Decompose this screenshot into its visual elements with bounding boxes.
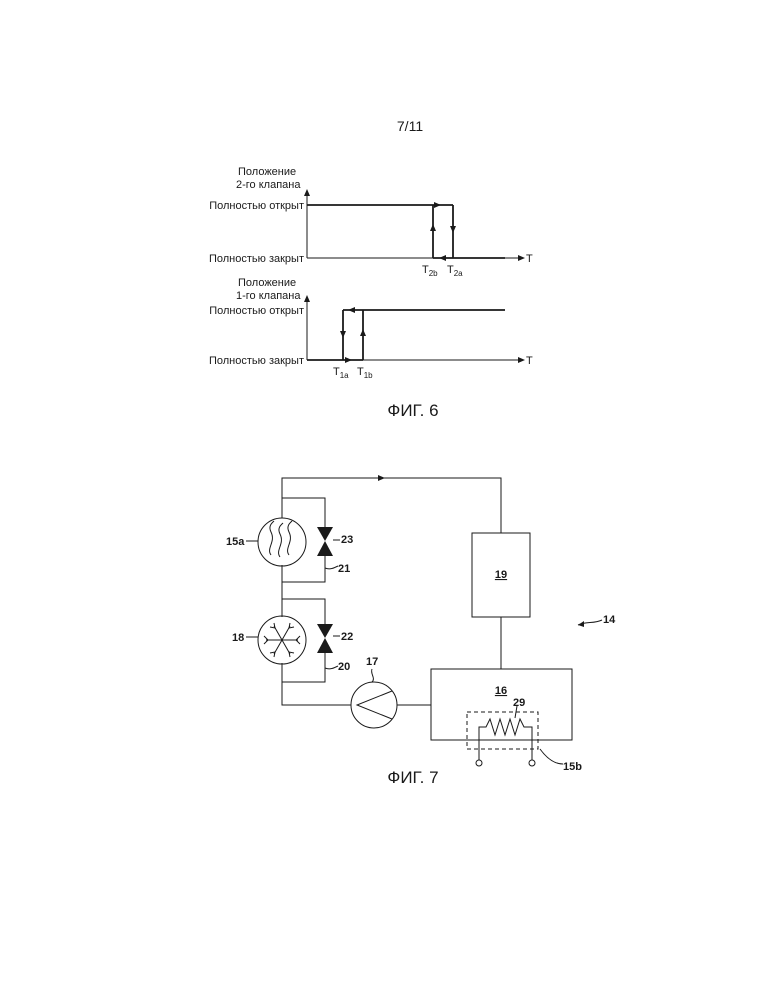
label-21: 21	[338, 563, 350, 575]
top-graph-closed-arrow	[439, 255, 446, 261]
terminal-right	[529, 760, 535, 766]
label-20: 20	[338, 661, 350, 673]
label-23: 23	[341, 534, 353, 546]
fig7-caption: ФИГ. 7	[387, 768, 438, 787]
label-29: 29	[513, 697, 525, 709]
bottom-graph-t-right: T1b	[357, 366, 373, 380]
bypass-21-lower	[282, 556, 325, 582]
tank-16-label: 16	[495, 685, 507, 697]
bypass-21	[282, 498, 325, 527]
label-18: 18	[232, 632, 244, 644]
block-19-label: 19	[495, 569, 507, 581]
top-graph-title-line2: 2-го клапана	[236, 179, 301, 191]
cooler-exchanger-icon	[258, 616, 306, 664]
heater-exchanger-icon	[258, 518, 306, 566]
bottom-graph-closed-arrow	[345, 357, 352, 363]
bottom-graph-axis-label: T	[526, 355, 533, 367]
electric-heater-outline	[467, 712, 538, 749]
label-17: 17	[366, 656, 378, 668]
top-graph-rise-arrow	[430, 224, 436, 231]
fig6-top-graph: Положение 2-го клапана T Полностью откры…	[209, 166, 533, 278]
bottom-graph-open-arrow	[348, 307, 355, 313]
fig6-bottom-graph: Положение 1-го клапана T Полностью откры…	[209, 277, 533, 380]
valve-23-icon	[317, 527, 333, 556]
top-graph-closed-label: Полностью закрыт	[209, 253, 304, 265]
top-graph-x-axis-arrow	[518, 255, 525, 261]
bypass-20	[282, 599, 325, 624]
flow-arrow	[378, 475, 385, 481]
top-graph-t-right: T2a	[447, 264, 463, 278]
label-15b: 15b	[563, 761, 582, 773]
bottom-graph-fall-arrow	[340, 331, 346, 338]
bottom-graph-y-axis-arrow	[304, 295, 310, 302]
tank-16	[431, 669, 572, 740]
page-number: 7/11	[397, 118, 423, 134]
label-22: 22	[341, 631, 353, 643]
top-graph-y-axis-arrow	[304, 189, 310, 196]
terminal-left	[476, 760, 482, 766]
top-graph-axis-label: T	[526, 253, 533, 265]
top-pipe	[282, 478, 501, 533]
top-graph-open-label: Полностью открыт	[209, 200, 304, 212]
label-14: 14	[603, 614, 616, 626]
bottom-graph-x-axis-arrow	[518, 357, 525, 363]
fig7-circuit: 19 16 15a 23 21 18 22 20 17 14 29 15b	[226, 475, 616, 773]
top-graph-open-arrow	[434, 202, 441, 208]
fig6-caption: ФИГ. 6	[387, 401, 438, 420]
bottom-graph-closed-label: Полностью закрыт	[209, 355, 304, 367]
top-graph-t-left: T2b	[422, 264, 438, 278]
bottom-graph-open-label: Полностью открыт	[209, 305, 304, 317]
pump-icon	[351, 682, 397, 728]
bottom-graph-rise-arrow	[360, 329, 366, 336]
top-graph-fall-arrow	[450, 226, 456, 233]
top-graph-title-line1: Положение	[238, 166, 296, 178]
bottom-graph-title-line1: Положение	[238, 277, 296, 289]
valve-22-icon	[317, 624, 333, 653]
bottom-graph-title-line2: 1-го клапана	[236, 290, 301, 302]
bottom-graph-t-left: T1a	[333, 366, 349, 380]
label-15a: 15a	[226, 536, 245, 548]
bypass-20-lower	[282, 653, 325, 682]
